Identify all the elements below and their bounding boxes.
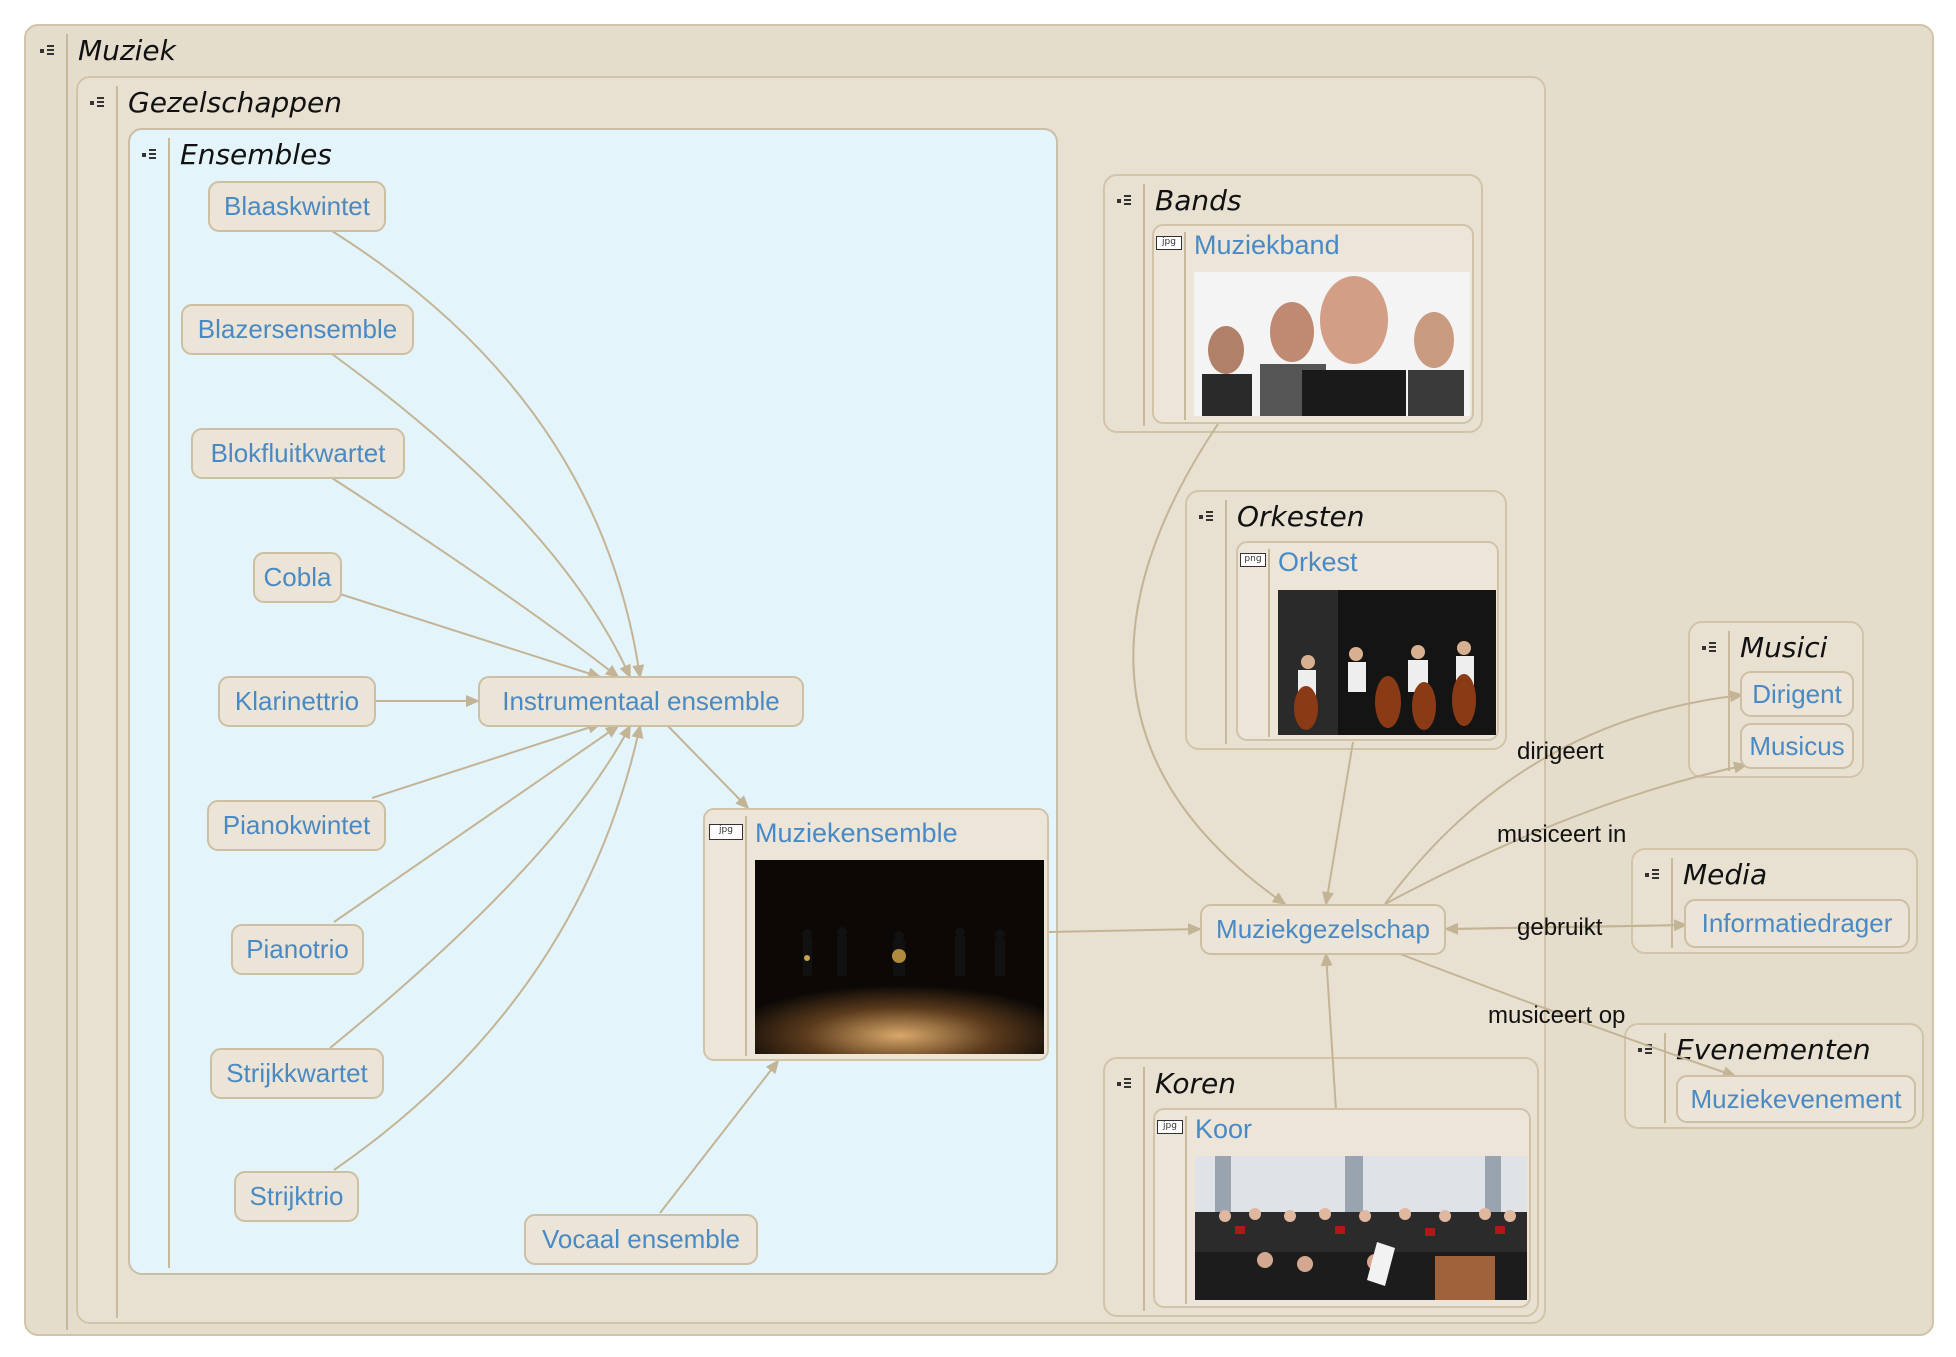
group-divider [1143,1067,1145,1311]
node-pianotrio[interactable]: Pianotrio [231,924,364,975]
node-informatiedrager[interactable]: Informatiedrager [1684,899,1910,948]
node-dirigent[interactable]: Dirigent [1740,671,1854,717]
edge-label-gebruikt: gebruikt [1517,914,1603,941]
group-menu-icon[interactable] [40,44,56,56]
edge-label-musiceert-op: musiceert op [1488,1002,1626,1029]
node-pianokwintet[interactable]: Pianokwintet [207,800,386,851]
card-label-koor: Koor [1195,1114,1253,1144]
card-orkest[interactable]: png Orkest [1236,541,1499,741]
node-vocaal-ensemble[interactable]: Vocaal ensemble [524,1214,758,1265]
card-muziekensemble[interactable]: jpg Muziekensemble [703,808,1049,1061]
muziekband-photo [1194,272,1470,416]
group-title-koren: Koren [1155,1067,1236,1100]
group-menu-icon[interactable] [1645,868,1661,880]
node-cobla[interactable]: Cobla [253,552,342,603]
group-divider [1728,631,1730,771]
node-muziekgezelschap[interactable]: Muziekgezelschap [1200,904,1446,955]
node-strijktrio[interactable]: Strijktrio [234,1171,359,1222]
group-menu-icon[interactable] [1199,510,1215,522]
card-label-orkest: Orkest [1278,547,1358,577]
card-divider [1185,1116,1187,1304]
orkest-photo [1278,590,1496,735]
group-menu-icon[interactable] [1638,1043,1654,1055]
card-koor[interactable]: jpg Koor [1153,1108,1531,1308]
filetype-badge: jpg [1157,1120,1183,1134]
group-title-media: Media [1683,858,1768,891]
group-menu-icon[interactable] [1702,641,1718,653]
group-title-orkesten: Orkesten [1237,500,1365,533]
group-divider [1671,858,1673,948]
group-divider [1664,1033,1666,1123]
group-menu-icon[interactable] [1117,1077,1133,1089]
node-klarinettrio[interactable]: Klarinettrio [218,676,376,727]
group-divider [168,138,170,1268]
node-blokfluitkwartet[interactable]: Blokfluitkwartet [191,428,405,479]
edge-label-dirigeert: dirigeert [1517,738,1604,765]
group-divider [1225,500,1227,744]
group-menu-icon[interactable] [142,148,158,160]
group-title-ensembles: Ensembles [180,138,332,171]
group-title-evenementen: Evenementen [1676,1033,1871,1066]
node-blaaskwintet[interactable]: Blaaskwintet [208,181,386,232]
node-strijkkwartet[interactable]: Strijkkwartet [210,1048,384,1099]
group-title-gezelschappen: Gezelschappen [128,86,343,119]
card-divider [745,816,747,1056]
node-muziekevenement[interactable]: Muziekevenement [1676,1075,1916,1123]
koor-photo [1195,1156,1527,1300]
filetype-badge: jpg [1156,236,1182,250]
muziekensemble-photo [755,860,1044,1054]
group-divider [66,34,68,1330]
filetype-badge: png [1240,553,1266,567]
group-divider [116,86,118,1318]
node-musicus[interactable]: Musicus [1740,723,1854,769]
edge-label-musiceert-in: musiceert in [1497,821,1627,848]
card-divider [1184,232,1186,420]
group-title-bands: Bands [1155,184,1242,217]
node-blazersensemble[interactable]: Blazersensemble [181,304,414,355]
card-divider [1268,549,1270,737]
group-divider [1143,184,1145,426]
filetype-badge: jpg [709,824,743,840]
group-title-musici: Musici [1740,631,1828,664]
card-muziekband[interactable]: jpg Muziekband [1152,224,1474,424]
group-menu-icon[interactable] [90,96,106,108]
card-label-muziekensemble: Muziekensemble [755,818,958,848]
card-label-muziekband: Muziekband [1194,230,1340,260]
group-title-muziek: Muziek [78,34,176,67]
group-menu-icon[interactable] [1117,194,1133,206]
node-instrumentaal-ensemble[interactable]: Instrumentaal ensemble [478,676,804,727]
